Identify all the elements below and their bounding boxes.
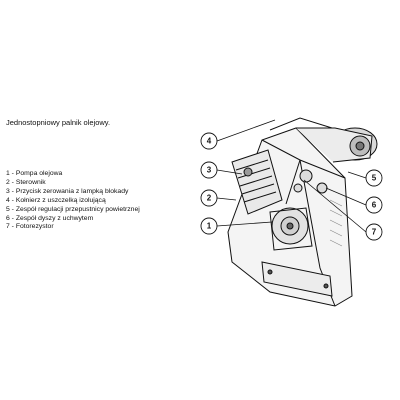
legend-item-oil-pump: 1 - Pompa olejowa: [6, 170, 63, 177]
control-box: [231, 149, 283, 215]
callout-4: [200, 132, 218, 150]
callout-5-label: 5: [372, 174, 377, 183]
callout-7-label: 7: [372, 228, 377, 237]
callout-7: [365, 223, 383, 241]
legend-item-flange: 4 - Kołnierz z uszczelką izolującą: [6, 196, 106, 204]
reset-button-illus: [243, 167, 253, 177]
legend-item-photoresistor: 7 - Fotorezystor: [6, 223, 54, 231]
legend-item-reset-button: 3 - Przycisk zerowania z lampką blokady: [6, 187, 129, 195]
callout-3: [200, 161, 218, 179]
callout-5: [365, 169, 383, 187]
callout-6: [365, 196, 383, 214]
callout-6-label: 6: [372, 201, 377, 210]
parts-legend: 1 - Pompa olejowa 2 - Sterownik 3 - Przy…: [6, 170, 140, 232]
legend-item-air-damper: 5 - Zespół regulacji przepustnicy powiet…: [6, 205, 140, 213]
callout-3-label: 3: [207, 166, 212, 175]
diagram-title: Jednostopniowy palnik olejowy.: [6, 118, 111, 127]
callout-2-label: 2: [207, 194, 212, 203]
callout-1-label: 1: [207, 222, 212, 231]
legend-item-nozzle-assembly: 6 - Zespół dyszy z uchwytem: [6, 214, 94, 222]
legend-item-controller: 2 - Sterownik: [6, 178, 46, 186]
callout-2: [200, 189, 218, 207]
callout-1: [200, 217, 218, 235]
callout-4-label: 4: [207, 137, 212, 146]
